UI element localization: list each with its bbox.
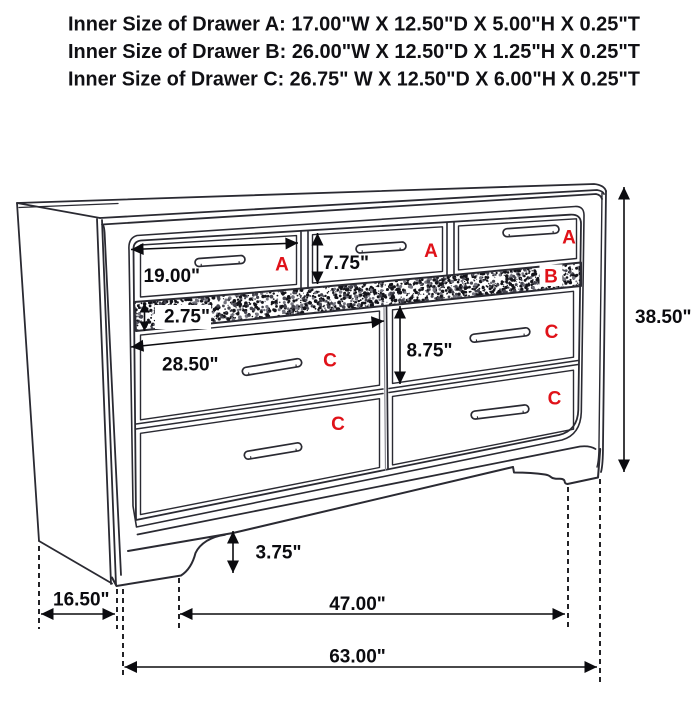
svg-text:2.75": 2.75" [164,307,210,328]
svg-text:Inner Size of Drawer B: 26.00": Inner Size of Drawer B: 26.00"W X 12.50"… [68,41,640,63]
svg-text:19.00": 19.00" [144,266,201,287]
svg-text:Inner Size of Drawer C: 26.75": Inner Size of Drawer C: 26.75" W X 12.50… [68,69,640,91]
svg-text:B: B [544,267,558,288]
svg-text:28.50": 28.50" [162,355,219,376]
svg-text:16.50": 16.50" [53,590,110,611]
svg-text:7.75": 7.75" [323,253,369,274]
svg-text:47.00": 47.00" [329,594,386,615]
svg-text:Inner Size of Drawer A: 17.00": Inner Size of Drawer A: 17.00"W X 12.50"… [68,13,640,35]
svg-text:A: A [275,255,289,276]
svg-text:A: A [562,228,576,249]
svg-text:C: C [548,389,562,410]
svg-text:C: C [331,414,345,435]
svg-text:8.75": 8.75" [407,341,453,362]
svg-text:C: C [323,351,337,372]
svg-text:C: C [545,322,559,343]
svg-text:A: A [424,241,438,262]
svg-text:63.00": 63.00" [329,647,386,668]
svg-text:38.50": 38.50" [635,307,692,328]
svg-text:3.75": 3.75" [256,543,302,564]
